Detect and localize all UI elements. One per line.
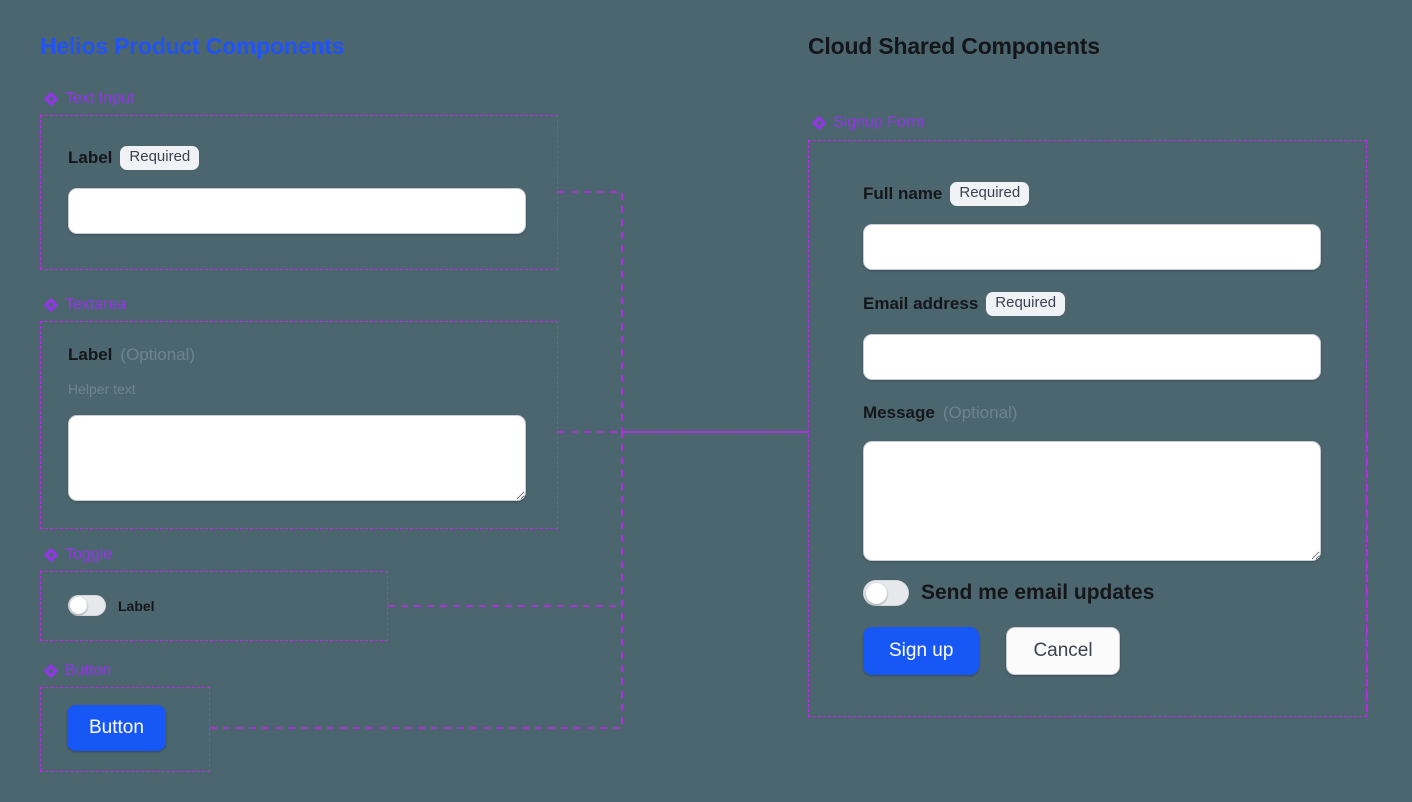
form-actions: Sign up Cancel	[863, 627, 1120, 675]
section-name: Button	[65, 662, 112, 679]
section-name: Signup Form	[833, 114, 925, 131]
toggle-knob	[70, 597, 87, 614]
required-badge: Required	[950, 182, 1030, 206]
email-input[interactable]	[863, 334, 1321, 380]
text-input-label-row: Label Required	[68, 146, 200, 170]
component-frame-signup-form	[808, 140, 1367, 717]
cancel-button[interactable]: Cancel	[1006, 627, 1120, 675]
right-panel-title: Cloud Shared Components	[808, 33, 1100, 59]
email-label-row: Email address Required	[863, 292, 1066, 316]
field-label: Message (Optional)	[863, 403, 1017, 423]
field-label: Label (Optional)	[68, 345, 195, 365]
email-updates-label: Send me email updates	[921, 581, 1155, 604]
full-name-label-row: Full name Required	[863, 182, 1030, 206]
section-label-signup-form: Signup Form	[811, 114, 925, 132]
email-updates-toggle-row[interactable]: Send me email updates	[863, 580, 1154, 606]
email-input-wrap	[863, 334, 1321, 380]
left-panel-title: Helios Product Components	[40, 33, 345, 59]
message-textarea-wrap	[863, 441, 1321, 561]
label-text: Full name	[863, 183, 943, 203]
required-badge: Required	[120, 146, 200, 170]
text-input-wrap	[68, 188, 526, 234]
button-wrap: Button	[67, 705, 166, 751]
message-textarea[interactable]	[863, 441, 1321, 561]
full-name-input[interactable]	[863, 224, 1321, 270]
toggle-row[interactable]: Label	[68, 595, 155, 616]
section-label-text-input: Text Input	[43, 90, 135, 108]
textarea-field[interactable]	[68, 415, 526, 501]
full-name-input-wrap	[863, 224, 1321, 270]
field-label: Email address Required	[863, 292, 1066, 316]
label-text: Label	[68, 345, 113, 364]
component-diamond-icon	[43, 547, 59, 563]
label-text: Label	[68, 147, 113, 167]
textarea-label-row: Label (Optional)	[68, 345, 195, 365]
label-text: Email address	[863, 293, 979, 313]
section-name: Text Input	[65, 90, 135, 107]
message-label-row: Message (Optional)	[863, 403, 1017, 423]
sign-up-button[interactable]: Sign up	[863, 627, 980, 675]
component-diamond-icon	[43, 297, 59, 313]
section-name: Textarea	[65, 296, 127, 313]
optional-text: (Optional)	[942, 403, 1018, 422]
textarea-helper-text: Helper text	[68, 381, 136, 397]
component-diamond-icon	[811, 115, 827, 131]
required-badge: Required	[986, 292, 1066, 316]
demo-button[interactable]: Button	[67, 705, 166, 751]
toggle-label: Label	[118, 597, 155, 614]
field-label: Full name Required	[863, 182, 1030, 206]
component-frame-text-input	[40, 115, 558, 270]
component-frame-button	[40, 687, 210, 772]
email-updates-toggle[interactable]	[863, 580, 909, 606]
component-diamond-icon	[43, 663, 59, 679]
textarea-wrap	[68, 415, 526, 501]
section-name: Toggle	[65, 546, 113, 563]
section-label-textarea: Textarea	[43, 296, 127, 314]
toggle-switch[interactable]	[68, 595, 106, 616]
section-label-toggle: Toggle	[43, 546, 113, 564]
component-diamond-icon	[43, 91, 59, 107]
optional-text: (Optional)	[120, 345, 196, 364]
section-label-button: Button	[43, 662, 112, 680]
label-text: Message	[863, 403, 935, 422]
text-input-field[interactable]	[68, 188, 526, 234]
field-label: Label Required	[68, 146, 200, 170]
toggle-knob	[866, 582, 887, 604]
